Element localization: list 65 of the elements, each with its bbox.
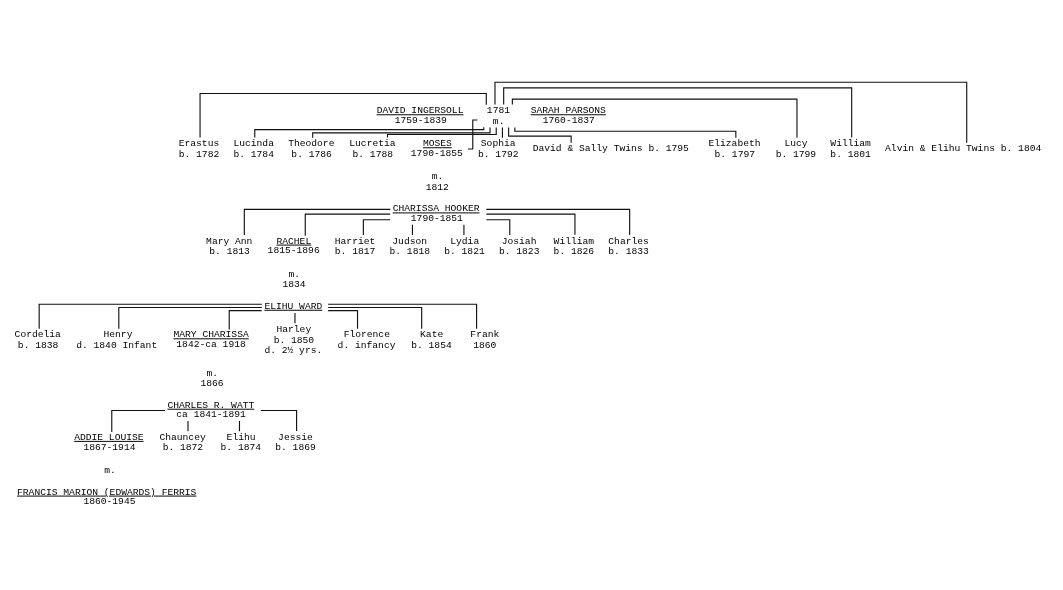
node-text: m. <box>104 464 116 476</box>
node-text: Lucinda b. 1784 <box>233 138 274 160</box>
connector <box>485 219 511 236</box>
connector <box>312 127 491 139</box>
node-text: Kate b. 1854 <box>411 329 452 351</box>
node-text: ELIHU WARD <box>264 300 323 312</box>
node-text: Charles b. 1833 <box>608 235 649 258</box>
node-text: MOSES 1790-1855 <box>410 138 463 159</box>
node-text: m. 1866 <box>200 367 224 389</box>
node-text: Mary Ann b. 1813 <box>206 235 253 258</box>
connector <box>304 213 391 237</box>
node-text: Elihu b. 1874 <box>220 431 262 454</box>
node-text: m. 1834 <box>282 268 306 291</box>
node-text: Lydia b. 1821 <box>444 235 485 258</box>
node-text: Cordelia b. 1838 <box>14 329 61 351</box>
node-text: Josiah b. 1823 <box>498 235 540 258</box>
node-text: Frank 1860 <box>470 329 500 351</box>
node-text: Harley b. 1850 d. 2½ yrs. <box>264 324 323 356</box>
node-text: ADDIE LOUISE 1867-1914 <box>74 431 144 453</box>
connector <box>118 306 263 330</box>
node-text: SARAH PARSONS 1760-1837 <box>530 105 606 126</box>
node-text: Henry d. 1840 Infant <box>76 329 158 351</box>
node-text: Jessie b. 1869 <box>275 431 316 454</box>
connector <box>511 98 798 139</box>
connector <box>467 119 478 150</box>
node-text: Lucretia b. 1788 <box>349 138 396 160</box>
node-text: Alvin & Elihu Twins b. 1804 <box>885 143 1042 155</box>
node-text: David & Sally Twins b. 1795 <box>532 143 689 155</box>
node-text: CHARLES R. WATT ca 1841-1891 <box>167 399 255 421</box>
node-text: Florence d. infancy <box>337 329 396 351</box>
node-text: 1781 m. <box>486 105 511 127</box>
node-text: DAVID INGERSOLL 1759-1839 <box>376 105 464 126</box>
connector <box>485 213 576 236</box>
connector <box>494 81 968 144</box>
node-text: MARY CHARISSA 1842-ca 1918 <box>173 329 249 350</box>
node-text: William b. 1801 <box>830 138 871 160</box>
connector <box>503 87 853 139</box>
connector <box>463 224 465 236</box>
connector <box>501 126 503 139</box>
connector <box>260 409 298 432</box>
node-text: Sophia b. 1792 <box>478 138 519 160</box>
connector <box>327 310 359 330</box>
node-text: William b. 1826 <box>553 235 595 258</box>
node-text: Theodore b. 1786 <box>288 138 335 160</box>
connector <box>362 219 391 236</box>
connector <box>386 126 497 139</box>
connector <box>199 92 487 139</box>
connector <box>243 208 391 236</box>
node-text: RACHEL 1815-1896 <box>267 235 320 257</box>
connector <box>485 208 631 236</box>
node-text: Erastus b. 1782 <box>178 138 220 160</box>
connector <box>508 126 572 144</box>
node-text: Lucy b. 1799 <box>775 138 817 160</box>
node-text: Chauncey b. 1872 <box>159 431 206 454</box>
connector <box>38 303 263 330</box>
node-text: m. 1812 <box>425 171 449 193</box>
connector <box>111 409 166 433</box>
connector <box>228 310 263 330</box>
node-text: Judson b. 1818 <box>389 235 431 258</box>
connector <box>327 306 423 330</box>
node-text: FRANCIS MARION (EDWARDS) FERRIS 1860-1945 <box>17 486 197 508</box>
connector <box>327 303 478 330</box>
node-text: Elizabeth b. 1797 <box>708 138 761 160</box>
node-text: CHARISSA HOOKER 1790-1851 <box>392 203 480 225</box>
node-text: Harriet b. 1817 <box>334 235 376 258</box>
